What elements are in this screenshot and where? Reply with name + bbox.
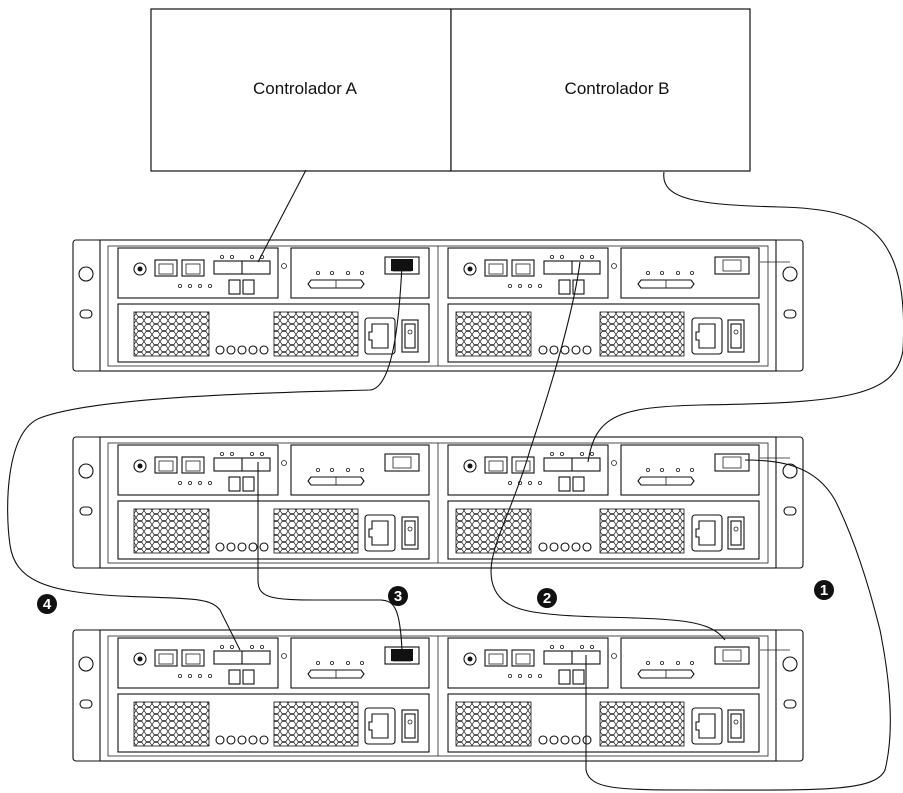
storage-enclosure-bottom	[72, 629, 804, 762]
controller-a-box	[150, 8, 452, 172]
storage-enclosure-top	[72, 239, 804, 372]
badge-2: 2	[537, 588, 557, 608]
cable-3	[257, 462, 403, 651]
cable-1	[585, 459, 891, 791]
svg-text:4: 4	[43, 596, 52, 613]
controller-a-label: Controlador A	[253, 79, 358, 98]
badge-1: 1	[814, 580, 834, 600]
badge-3: 3	[388, 586, 408, 606]
badge-4: 4	[37, 594, 57, 614]
svg-text:2: 2	[543, 590, 551, 607]
cable-controller-a	[257, 169, 307, 263]
controller-b-label: Controlador B	[565, 79, 670, 98]
cable-2	[490, 261, 726, 641]
svg-text:1: 1	[820, 582, 828, 599]
storage-enclosure-middle	[72, 436, 804, 569]
controller-b-box	[450, 8, 751, 172]
svg-text:3: 3	[394, 588, 402, 605]
connected-port-bottom-left	[391, 649, 413, 661]
cable-4	[7, 264, 403, 651]
cable-controller-b	[587, 171, 903, 463]
